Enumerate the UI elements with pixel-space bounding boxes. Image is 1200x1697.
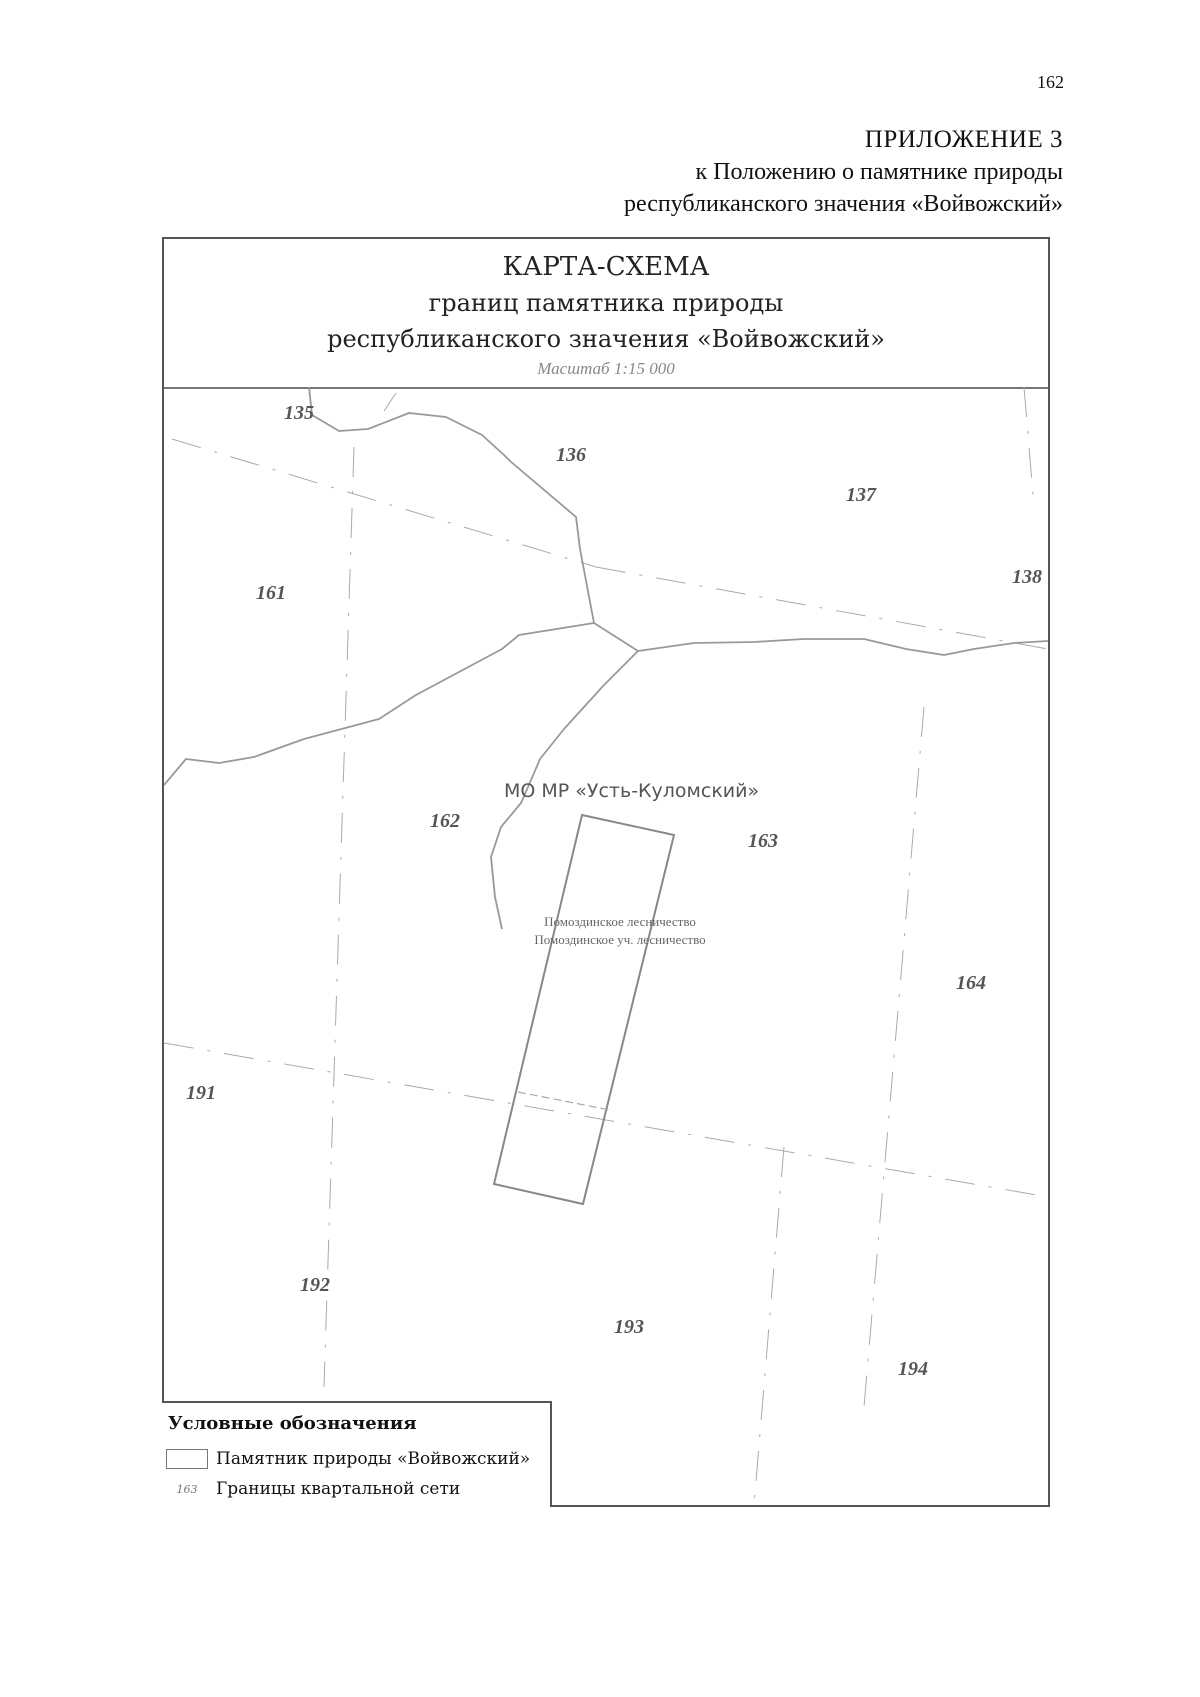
legend-box: Условные обозначения Памятник природы «В… <box>162 1401 552 1507</box>
grid-line <box>323 446 355 1388</box>
legend-row-monument: Памятник природы «Войвожский» <box>166 1449 530 1469</box>
grid-line <box>863 706 925 1408</box>
quarter-label: 163 <box>748 830 778 852</box>
appendix-line-2: республиканского значения «Войвожский» <box>623 191 1063 217</box>
roads <box>164 387 1048 930</box>
quarter-label: 194 <box>898 1358 928 1380</box>
quarter-label: 161 <box>256 582 286 604</box>
map-body: 135 136 137 138 161 162 163 164 191 192 … <box>162 387 1048 1507</box>
map-subtitle-2: республиканского значения «Войвожский» <box>327 325 885 353</box>
legend-row-grid: 163 Границы квартальной сети <box>166 1479 461 1499</box>
appendix-title: ПРИЛОЖЕНИЕ 3 <box>864 126 1063 153</box>
forestry-label-1: Помоздинское лесничество <box>544 914 696 929</box>
road-east <box>637 638 1048 656</box>
legend-title: Условные обозначения <box>168 1413 417 1434</box>
quarter-label: 137 <box>846 484 877 506</box>
quarter-label: 193 <box>614 1316 644 1338</box>
map-title: КАРТА-СХЕМА <box>502 252 710 282</box>
district-label: МО МР «Усть-Куломский» <box>504 780 759 802</box>
monument-inner-line <box>517 1091 611 1111</box>
legend-grid-label: Границы квартальной сети <box>216 1479 461 1499</box>
legend-monument-label: Памятник природы «Войвожский» <box>216 1449 531 1469</box>
quarter-grid <box>164 387 1048 1505</box>
quarter-label: 191 <box>186 1082 216 1104</box>
grid-line <box>1023 387 1035 508</box>
map-frame: КАРТА-СХЕМА границ памятника природы рес… <box>162 237 1050 1507</box>
map-canvas: 135 136 137 138 161 162 163 164 191 192 … <box>164 387 1048 1505</box>
grid-line <box>171 438 597 568</box>
map-scale: Масштаб 1:15 000 <box>537 359 675 378</box>
quarter-label: 135 <box>284 402 314 424</box>
monument-boundary <box>492 813 676 1206</box>
quarter-label: 136 <box>556 444 586 466</box>
quarter-label: 192 <box>300 1274 330 1296</box>
road-junction <box>593 622 639 652</box>
quarter-label: 162 <box>430 810 460 832</box>
quarter-label: 138 <box>1012 566 1042 588</box>
grid-line <box>164 1042 1048 1198</box>
road-west <box>164 622 595 786</box>
quarter-label: 164 <box>956 972 986 994</box>
map-header: КАРТА-СХЕМА границ памятника природы рес… <box>164 239 1048 389</box>
legend-monument-swatch <box>166 1449 208 1469</box>
monument-polygon <box>492 813 676 1206</box>
page-number: 162 <box>1037 72 1064 92</box>
legend-grid-sample: 163 <box>176 1482 198 1496</box>
grid-line <box>383 392 397 412</box>
map-subtitle-1: границ памятника природы <box>428 289 784 317</box>
road-south <box>490 650 639 930</box>
quarter-labels: 135 136 137 138 161 162 163 164 191 192 … <box>186 402 1042 1380</box>
grid-line <box>753 1146 785 1505</box>
road-north <box>308 387 595 624</box>
forestry-label-2: Помоздинское уч. лесничество <box>534 932 705 947</box>
appendix-line-1: к Положению о памятнике природы <box>695 159 1063 185</box>
appendix-block: ПРИЛОЖЕНИЕ 3 к Положению о памятнике при… <box>624 124 1063 220</box>
grid-line <box>595 566 1048 650</box>
